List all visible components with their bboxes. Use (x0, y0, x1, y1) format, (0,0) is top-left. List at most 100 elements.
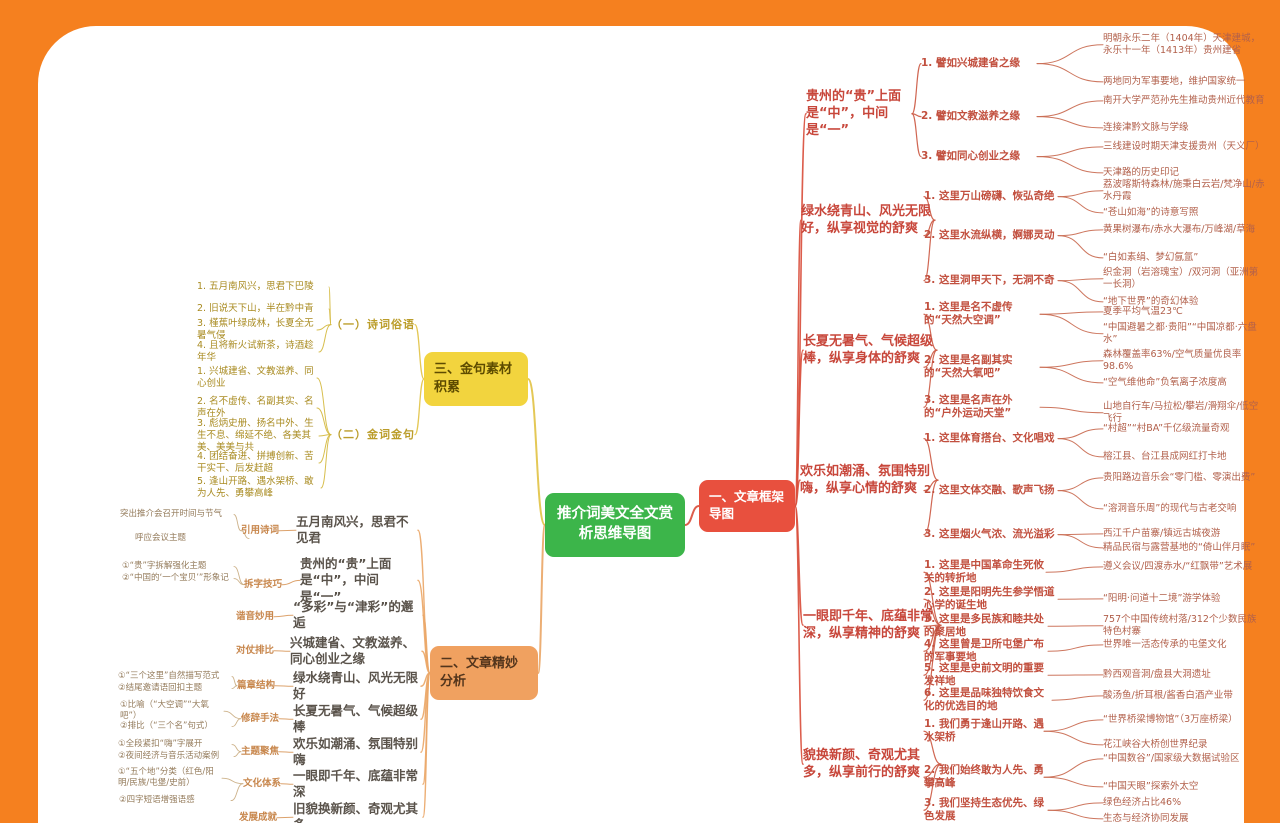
framework-child-node[interactable]: 3. 这里洞甲天下，无洞不奇 (924, 274, 1055, 286)
framework-child-node[interactable]: 3. 这里是名声在外的“户外运动天堂” (924, 394, 1013, 420)
framework-leaf-node[interactable]: 荔波喀斯特森林/施秉白云岩/梵净山/赤水丹霞 (1103, 179, 1265, 202)
branch-goldlines-box[interactable]: 三、金句素材积累 (424, 352, 528, 406)
framework-leaf-node[interactable]: 天津路的历史印记 (1103, 167, 1180, 178)
framework-section-node[interactable]: 贵州的“贵”上面是“中”，中间是“一” (806, 89, 902, 139)
analysis-technique-label[interactable]: 拆字技巧 (244, 579, 283, 590)
framework-child-node[interactable]: 2. 譬如文教滋养之缘 (921, 110, 1020, 122)
framework-child-node[interactable]: 1. 我们勇于逢山开路、遇水架桥 (924, 718, 1044, 744)
framework-child-node[interactable]: 3. 譬如同心创业之缘 (921, 150, 1020, 162)
framework-leaf-node[interactable]: 花江峡谷大桥创世界纪录 (1103, 739, 1208, 750)
framework-section-node[interactable]: 长夏无暑气、气候超级棒，纵享身体的舒爽 (803, 334, 934, 367)
framework-leaf-node[interactable]: “溶洞音乐周”的现代与古老交响 (1103, 503, 1237, 514)
root-node[interactable]: 推介词美文全文赏析思维导图 (545, 493, 685, 557)
framework-child-node[interactable]: 1. 这里万山磅礴、恢弘奇绝 (924, 190, 1055, 202)
framework-child-node[interactable]: 1. 这里是名不虚传的“天然大空调” (924, 301, 1013, 327)
framework-leaf-node[interactable]: 世界唯一活态传承的屯堡文化 (1103, 639, 1227, 650)
analysis-technique-label[interactable]: 文化体系 (243, 778, 282, 789)
analysis-note[interactable]: ①“三个这里”自然描写范式 (118, 671, 220, 681)
framework-section-node[interactable]: 欢乐如潮涌、氛围特别嗨，纵享心情的舒爽 (800, 464, 931, 497)
framework-leaf-node[interactable]: 三线建设时期天津支援贵州（天义厂） (1103, 141, 1265, 152)
goldlines-item-node[interactable]: 1. 兴城建省、文教滋养、同心创业 (197, 366, 314, 389)
goldlines-category-node[interactable]: （二）金词金句 (331, 428, 415, 441)
goldlines-item-node[interactable]: 4. 且将新火试新茶，诗酒趁年华 (197, 340, 314, 363)
analysis-note[interactable]: ②四字短语增强语感 (119, 795, 195, 805)
framework-leaf-node[interactable]: 酸汤鱼/折耳根/酱香白酒产业带 (1103, 690, 1233, 701)
analysis-note[interactable]: ②“中国的‘一个宝贝’”形象记 (122, 573, 229, 583)
analysis-phrase-node[interactable]: 长夏无暑气、气候超级棒 (293, 703, 419, 735)
analysis-note[interactable]: ①“五个地”分类（红色/阳明/民族/屯堡/史前） (118, 767, 214, 789)
analysis-technique-label[interactable]: 对仗排比 (236, 645, 275, 656)
framework-child-node[interactable]: 2. 这里水流纵横，婀娜灵动 (924, 229, 1055, 241)
framework-child-node[interactable]: 3. 这里烟火气浓、流光溢彩 (924, 528, 1055, 540)
framework-section-node[interactable]: 貌换新颜、奇观尤其多，纵享前行的舒爽 (803, 748, 921, 781)
goldlines-item-node[interactable]: 4. 团结奋进、拼搏创新、苦干实干、后发赶超 (197, 451, 314, 474)
framework-leaf-node[interactable]: 织金洞（岩溶瑰宝）/双河洞（亚洲第一长洞） (1103, 267, 1259, 290)
framework-leaf-node[interactable]: 连接津黔文脉与学缘 (1103, 122, 1189, 133)
framework-leaf-node[interactable]: 西江千户苗寨/镇远古城夜游 (1103, 528, 1221, 539)
framework-leaf-node[interactable]: 绿色经济占比46% (1103, 797, 1182, 808)
framework-leaf-node[interactable]: 森林覆盖率63%/空气质量优良率98.6% (1103, 349, 1242, 372)
analysis-note[interactable]: ②排比（“三个名”句式） (120, 721, 213, 731)
analysis-phrase-node[interactable]: 绿水绕青山、风光无限好 (293, 670, 419, 702)
framework-leaf-node[interactable]: “中国数谷”/国家级大数据试验区 (1103, 753, 1240, 764)
framework-leaf-node[interactable]: “中国天眼”探索外太空 (1103, 781, 1199, 792)
framework-leaf-node[interactable]: “白如素绢、梦幻氤氲” (1103, 252, 1199, 263)
framework-leaf-node[interactable]: 山地自行车/马拉松/攀岩/滑翔伞/低空飞行 (1103, 401, 1259, 424)
framework-section-node[interactable]: 绿水绕青山、风光无限好，纵享视觉的舒爽 (801, 204, 932, 237)
framework-leaf-node[interactable]: 黄果树瀑布/赤水大瀑布/万峰湖/草海 (1103, 224, 1256, 235)
analysis-technique-label[interactable]: 发展成就 (239, 812, 278, 823)
goldlines-item-node[interactable]: 2. 旧说天下山，半在黔中青 (197, 303, 314, 314)
analysis-note[interactable]: 呼应会议主题 (135, 533, 187, 543)
framework-leaf-node[interactable]: “世界桥梁博物馆”（3万座桥梁） (1103, 714, 1238, 725)
analysis-phrase-node[interactable]: 欢乐如潮涌、氛围特别嗨 (293, 736, 419, 768)
analysis-phrase-node[interactable]: 贵州的“贵”上面是“中”，中间是“一” (300, 556, 392, 604)
framework-leaf-node[interactable]: 757个中国传统村落/312个少数民族特色村寨 (1103, 614, 1257, 637)
framework-leaf-node[interactable]: 精品民宿与露营基地的“倚山伴月眠” (1103, 542, 1256, 553)
framework-leaf-node[interactable]: “苍山如海”的诗意写照 (1103, 207, 1199, 218)
framework-leaf-node[interactable]: “空气维他命”负氧离子浓度高 (1103, 377, 1227, 388)
analysis-technique-label[interactable]: 引用诗词 (241, 525, 280, 536)
framework-leaf-node[interactable]: 明朝永乐二年（1404年）天津建城，永乐十一年（1413年）贵州建省 (1103, 33, 1261, 56)
analysis-technique-label[interactable]: 篇章结构 (237, 680, 276, 691)
framework-child-node[interactable]: 4. 这里曾是卫所屯堡广布的军事要地 (924, 638, 1044, 664)
framework-leaf-node[interactable]: “地下世界”的奇幻体验 (1103, 296, 1199, 307)
goldlines-category-node[interactable]: （一）诗词俗语 (331, 318, 415, 331)
goldlines-item-node[interactable]: 3. 彪炳史册、扬名中外、生生不息、绵延不绝、各美其美、美美与共 (197, 418, 314, 453)
framework-child-node[interactable]: 3. 我们坚持生态优先、绿色发展 (924, 797, 1044, 823)
framework-section-node[interactable]: 一眼即千年、底蕴非常深，纵享精神的舒爽 (803, 609, 934, 642)
framework-child-node[interactable]: 5. 这里是史前文明的重要发祥地 (924, 662, 1044, 688)
analysis-phrase-node[interactable]: 一眼即千年、底蕴非常深 (293, 768, 419, 800)
analysis-note[interactable]: ②夜间经济与音乐活动案例 (118, 751, 220, 761)
framework-leaf-node[interactable]: 两地同为军事要地，维护国家统一 (1103, 76, 1246, 87)
branch-framework-box[interactable]: 一、文章框架导图 (699, 480, 795, 532)
framework-child-node[interactable]: 1. 这里体育搭台、文化唱戏 (924, 432, 1055, 444)
framework-leaf-node[interactable]: 夏季平均气温23℃ (1103, 306, 1183, 317)
framework-child-node[interactable]: 2. 这里是阳明先生参学悟道心学的诞生地 (924, 586, 1055, 612)
analysis-phrase-node[interactable]: 兴城建省、文教滋养、同心创业之缘 (290, 635, 416, 667)
goldlines-item-node[interactable]: 3. 槿蕉叶绿成林，长夏全无暑气侵 (197, 318, 314, 341)
analysis-note[interactable]: ②结尾邀请语回扣主题 (118, 683, 203, 693)
framework-leaf-node[interactable]: “中国避暑之都·贵阳”“中国凉都·六盘水” (1103, 322, 1257, 345)
analysis-technique-label[interactable]: 主题聚焦 (241, 746, 280, 757)
framework-child-node[interactable]: 6. 这里是品味独特饮食文化的优选目的地 (924, 687, 1044, 713)
analysis-phrase-node[interactable]: 五月南风兴，思君不见君 (296, 514, 409, 546)
framework-leaf-node[interactable]: 生态与经济协同发展 (1103, 813, 1189, 823)
analysis-note[interactable]: ①全段紧扣“嗨”字展开 (118, 739, 203, 749)
framework-leaf-node[interactable]: 贵阳路边音乐会“零门槛、零演出费” (1103, 472, 1256, 483)
branch-analysis-box[interactable]: 二、文章精妙分析 (430, 646, 538, 700)
analysis-note[interactable]: ①“贵”字拆解强化主题 (122, 561, 207, 571)
framework-leaf-node[interactable]: 南开大学严范孙先生推动贵州近代教育 (1103, 95, 1265, 106)
framework-child-node[interactable]: 2. 这里是名副其实的“天然大氧吧” (924, 354, 1013, 380)
analysis-phrase-node[interactable]: “多彩”与“津彩”的邂逅 (293, 599, 414, 631)
analysis-phrase-node[interactable]: 旧貌换新颜、奇观尤其多 (293, 801, 419, 823)
framework-leaf-node[interactable]: 遵义会议/四渡赤水/“红飘带”艺术展 (1103, 561, 1253, 572)
framework-leaf-node[interactable]: 黔西观音洞/盘县大洞遗址 (1103, 669, 1211, 680)
framework-child-node[interactable]: 1. 譬如兴城建省之缘 (921, 57, 1020, 69)
goldlines-item-node[interactable]: 2. 名不虚传、名副其实、名声在外 (197, 396, 314, 419)
goldlines-item-node[interactable]: 1. 五月南风兴，思君下巴陵 (197, 281, 314, 292)
framework-leaf-node[interactable]: “阳明·问道十二境”游学体验 (1103, 593, 1221, 604)
framework-leaf-node[interactable]: 榕江县、台江县成网红打卡地 (1103, 451, 1227, 462)
framework-child-node[interactable]: 1. 这里是中国革命生死攸关的转折地 (924, 559, 1044, 585)
framework-child-node[interactable]: 3. 这里是多民族和睦共处的聚居地 (924, 613, 1044, 639)
analysis-technique-label[interactable]: 修辞手法 (241, 713, 280, 724)
